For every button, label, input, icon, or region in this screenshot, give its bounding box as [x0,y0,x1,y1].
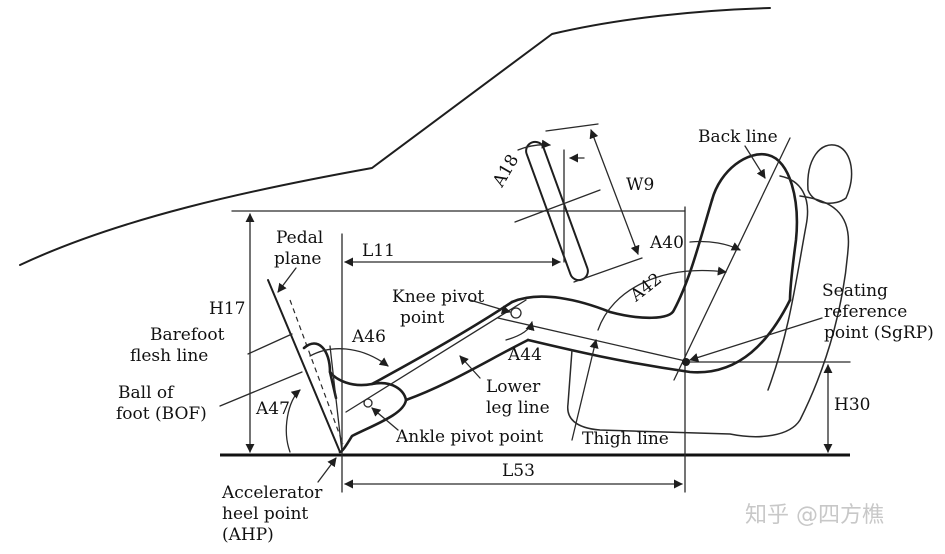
knee-leader [469,299,511,315]
sgrp-marker [682,358,690,366]
lower-leg-line [345,299,527,413]
thigh-leader [571,339,599,441]
a18-label: A18 [489,151,524,191]
l53-label: L53 [502,461,535,481]
bof-leader [219,371,303,407]
a42-arc [597,266,727,331]
watermark: 知乎 @四方樵 [745,503,884,528]
back-line-label: Back line [698,127,778,147]
pedal-plane-leader [277,267,297,293]
h30-label: H30 [834,395,870,415]
w9-dimension [545,123,643,283]
thigh-line-label: Thigh line [582,429,669,449]
l11-label: L11 [362,241,395,261]
lower-leg-leader [459,355,481,379]
a47-label: A47 [255,399,290,419]
lower-leg [345,299,530,413]
a47-arc [285,389,301,453]
a46-arc [309,348,389,367]
a44-arc [505,321,535,341]
back-line-leader [744,145,766,179]
seat [567,175,850,438]
h17-label: H17 [209,299,245,319]
ahp-leader [317,457,337,483]
a18-arc [517,139,551,151]
barefoot-leader [247,333,293,355]
ankle-leader [371,407,399,431]
ankle-pivot-label: Ankle pivot point [395,427,543,447]
h30-dimension [689,361,851,453]
vehicle-body-outline [19,7,771,266]
a44-label: A44 [507,345,542,365]
sgrp-leader [689,317,823,362]
back-line [673,137,791,381]
w9-label: W9 [626,175,654,195]
a42-label: A42 [626,269,666,306]
a40-label: A40 [649,233,684,253]
torso [673,137,799,381]
a46-label: A46 [351,327,386,347]
a40-arc [689,240,741,251]
head-restraint [807,144,853,204]
